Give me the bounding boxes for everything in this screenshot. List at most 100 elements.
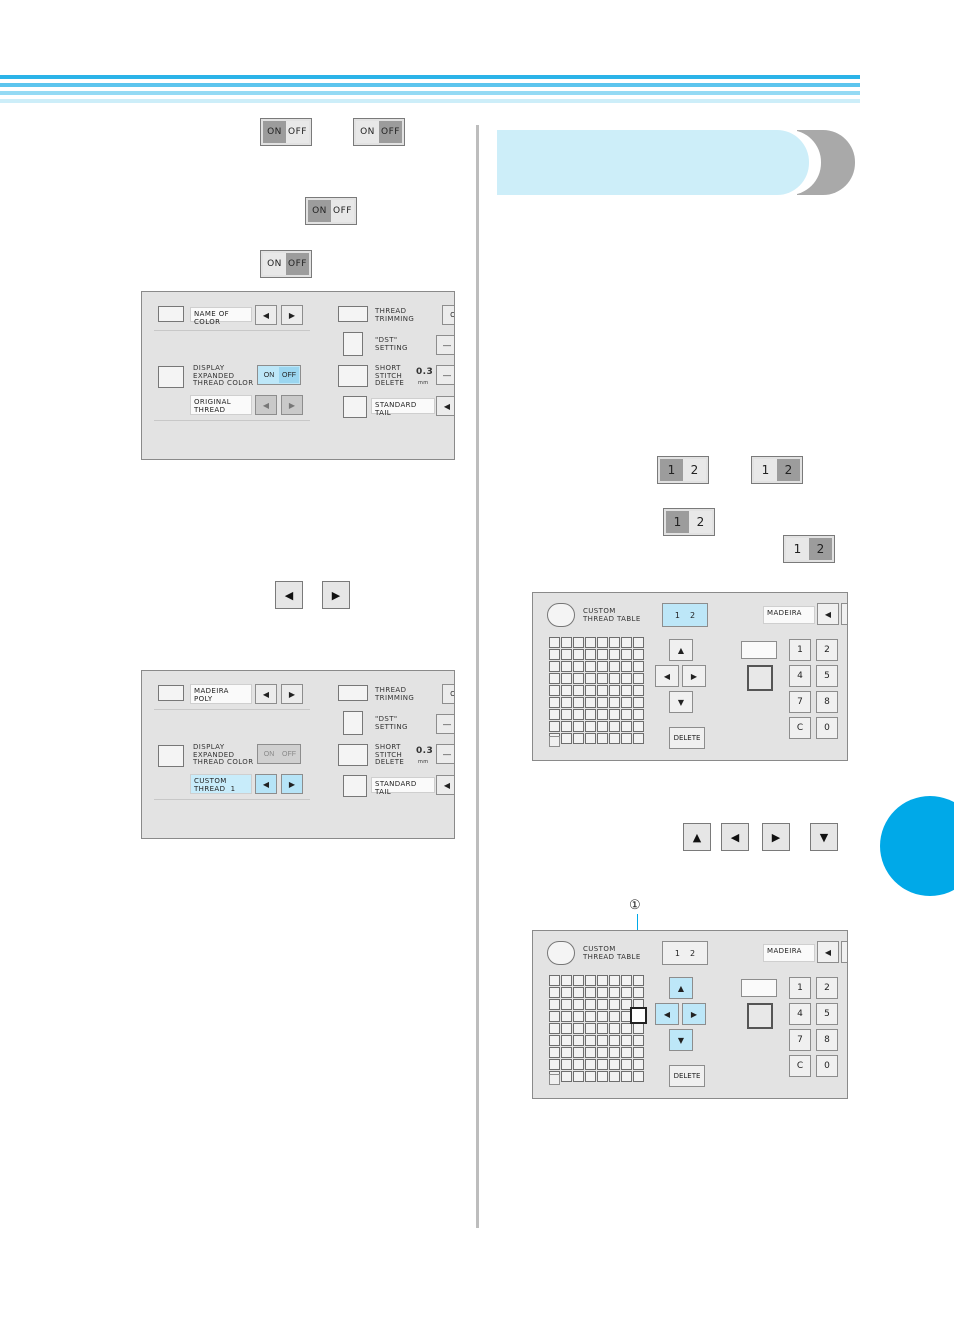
color-cell[interactable] xyxy=(585,1059,596,1070)
color-cell[interactable] xyxy=(585,987,596,998)
color-cell[interactable] xyxy=(549,721,560,732)
color-cell[interactable] xyxy=(585,1071,596,1082)
color-cell[interactable] xyxy=(573,673,584,684)
delete-button[interactable]: DELETE xyxy=(669,1065,705,1087)
color-cell[interactable] xyxy=(633,673,644,684)
color-cell[interactable] xyxy=(549,1023,560,1034)
color-cell[interactable] xyxy=(633,1023,644,1034)
keypad-key-4[interactable]: 4 xyxy=(789,665,811,687)
color-cell[interactable] xyxy=(549,649,560,660)
color-cell[interactable] xyxy=(597,661,608,672)
name-of-color-right-button[interactable]: ▶ xyxy=(281,305,303,325)
color-cell[interactable] xyxy=(573,733,584,744)
color-cell[interactable] xyxy=(597,1071,608,1082)
brand-left-button[interactable]: ◀ xyxy=(255,684,277,704)
selected-color-cell[interactable] xyxy=(630,1007,647,1024)
color-cell[interactable] xyxy=(585,649,596,660)
color-cell[interactable] xyxy=(609,1059,620,1070)
color-cell[interactable] xyxy=(573,721,584,732)
color-cell[interactable] xyxy=(585,721,596,732)
color-cell[interactable] xyxy=(609,1035,620,1046)
short-stitch-minus-button[interactable]: — xyxy=(436,744,454,764)
color-cell[interactable] xyxy=(609,975,620,986)
color-cell[interactable] xyxy=(621,649,632,660)
color-cell[interactable] xyxy=(621,1023,632,1034)
color-cell[interactable] xyxy=(609,697,620,708)
color-cell[interactable] xyxy=(561,661,572,672)
keypad-key-5[interactable]: 5 xyxy=(816,665,838,687)
color-cell[interactable] xyxy=(585,1047,596,1058)
color-cell[interactable] xyxy=(573,709,584,720)
color-cell[interactable] xyxy=(549,685,560,696)
color-cell[interactable] xyxy=(549,975,560,986)
color-cell[interactable] xyxy=(633,1071,644,1082)
color-cell[interactable] xyxy=(561,733,572,744)
color-cell[interactable] xyxy=(597,697,608,708)
color-cell[interactable] xyxy=(549,1059,560,1070)
color-cell[interactable] xyxy=(597,733,608,744)
color-cell[interactable] xyxy=(597,1047,608,1058)
custom-thread-left-button[interactable]: ◀ xyxy=(255,774,277,794)
color-cell[interactable] xyxy=(633,685,644,696)
color-cell[interactable] xyxy=(633,975,644,986)
color-cell[interactable] xyxy=(597,649,608,660)
color-cell[interactable] xyxy=(585,733,596,744)
color-cell[interactable] xyxy=(573,975,584,986)
color-cell[interactable] xyxy=(597,987,608,998)
left-arrow-button[interactable]: ◀ xyxy=(275,581,303,609)
brand-left-button[interactable]: ◀ xyxy=(817,603,839,625)
down-arrow-button[interactable]: ▼ xyxy=(810,823,838,851)
keypad-key-4[interactable]: 4 xyxy=(789,1003,811,1025)
color-cell[interactable] xyxy=(561,685,572,696)
color-cell[interactable] xyxy=(597,975,608,986)
color-cell[interactable] xyxy=(609,1071,620,1082)
left-button[interactable]: ◀ xyxy=(655,1003,679,1025)
color-cell[interactable] xyxy=(633,987,644,998)
color-cell[interactable] xyxy=(621,721,632,732)
color-cell[interactable] xyxy=(609,987,620,998)
keypad-key-7[interactable]: 7 xyxy=(789,1029,811,1051)
color-cell[interactable] xyxy=(549,709,560,720)
color-cell[interactable] xyxy=(621,733,632,744)
color-cell[interactable] xyxy=(549,987,560,998)
thread-trimming-toggle[interactable]: O xyxy=(442,305,454,325)
color-cell[interactable] xyxy=(597,999,608,1010)
color-cell[interactable] xyxy=(549,637,560,648)
color-cell[interactable] xyxy=(597,1023,608,1034)
brand-left-button[interactable]: ◀ xyxy=(817,941,839,963)
color-cell[interactable] xyxy=(621,975,632,986)
keypad-key-0[interactable]: 0 xyxy=(816,717,838,739)
keypad-key-0[interactable]: 0 xyxy=(816,1055,838,1077)
color-cell[interactable] xyxy=(561,637,572,648)
color-cell[interactable] xyxy=(573,999,584,1010)
color-cell[interactable] xyxy=(561,999,572,1010)
color-cell[interactable] xyxy=(633,1059,644,1070)
color-grid[interactable] xyxy=(549,975,644,1082)
down-button[interactable]: ▼ xyxy=(669,1029,693,1051)
dst-minus-button[interactable]: — xyxy=(436,714,454,734)
color-cell[interactable] xyxy=(585,709,596,720)
color-cell[interactable] xyxy=(573,987,584,998)
color-cell[interactable] xyxy=(573,1035,584,1046)
color-cell[interactable] xyxy=(621,697,632,708)
color-cell[interactable] xyxy=(621,987,632,998)
brand-right-button[interactable] xyxy=(841,603,847,625)
color-cell[interactable] xyxy=(633,1047,644,1058)
color-cell[interactable] xyxy=(633,1035,644,1046)
keypad-key-8[interactable]: 8 xyxy=(816,1029,838,1051)
keypad-key-5[interactable]: 5 xyxy=(816,1003,838,1025)
color-cell[interactable] xyxy=(561,697,572,708)
color-cell[interactable] xyxy=(609,673,620,684)
color-cell[interactable] xyxy=(585,999,596,1010)
color-cell[interactable] xyxy=(573,1059,584,1070)
color-cell[interactable] xyxy=(621,1059,632,1070)
color-cell[interactable] xyxy=(549,1035,560,1046)
